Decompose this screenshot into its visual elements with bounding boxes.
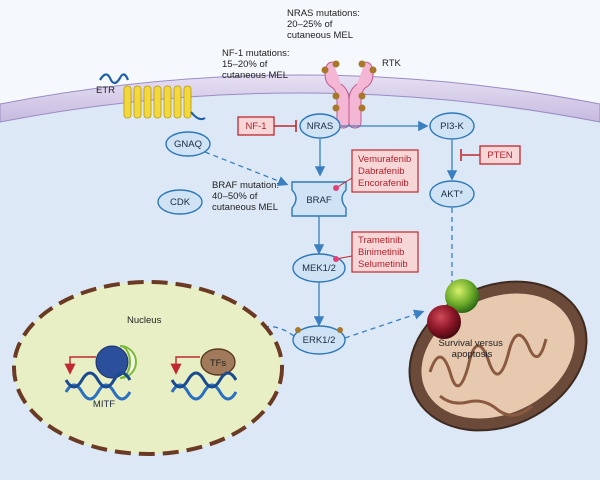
mek-drugs-box [351,231,419,273]
tfs-label: TFs [210,358,227,369]
nras-label: NRAS [307,121,333,132]
mek-drug-3: Selumetinib [358,259,408,270]
green-survival-sphere [445,279,479,313]
tfs-node [200,348,236,376]
nras-node [299,113,341,139]
cdk-label: CDK [170,197,191,208]
rtk-label: RTK [382,58,401,69]
tfs-transcription-arrow [170,356,200,375]
braf-drug-3: Encorafenib [358,178,409,189]
braf-mutation-note: BRAF mutation: 40–50% of cutaneous MEL [212,180,282,213]
gnaq-to-braf-arrow [204,151,289,186]
survival-label: Survival versus apoptosis [438,338,505,360]
braf-drug-target-dot [333,185,339,191]
braf-drug-pointer [335,177,353,189]
etr-label: ETR [96,85,115,96]
braf-mut-line-2: 40–50% of [212,191,258,202]
braf-drug-1: Vemurafenib [358,154,411,165]
nf1-mut-line-2: 15–20% of [222,59,268,70]
mek-drug-1: Trametinib [358,235,403,246]
etr-receptor [99,73,206,121]
braf-drugs-box [351,149,419,193]
mek-drug-2: Binimetinib [358,247,404,258]
survival-line-1: Survival versus [438,338,503,349]
mek-drugs-list: Trametinib Binimetinib Selumetinib [358,235,408,270]
red-apoptosis-sphere [427,305,461,339]
braf-mut-line-1: BRAF mutation: [212,180,279,191]
mek-drug-target-dot [333,256,339,262]
nf1-inhibitor-label: NF-1 [245,121,266,132]
mitf-label: MITF [93,399,115,410]
nras-mut-line-3: cutaneous MEL [287,30,353,41]
erk-node [292,325,346,355]
survival-line-2: apoptosis [452,349,493,360]
nras-mut-line-2: 20–25% of [287,19,333,30]
mek-label: MEK1/2 [302,263,336,274]
erk-label: ERK1/2 [303,335,336,346]
gnaq-node [165,131,211,157]
braf-mut-line-3: cutaneous MEL [212,202,278,213]
pten-inhibitor-label: PTEN [487,150,512,161]
dna-helix-tfs [170,371,238,401]
nras-mutation-note: NRAS mutations: 20–25% of cutaneous MEL [287,8,363,41]
nras-mut-line-1: NRAS mutations: [287,8,360,19]
rtk-receptor [321,60,377,129]
dna-helix-mitf [64,371,132,401]
nucleus [12,280,284,456]
cdk-node [157,189,203,215]
mitf-transcription-arrow [64,356,96,375]
nucleus-label: Nucleus [127,315,162,326]
akt-label: AKT* [441,189,463,200]
nf1-mut-line-1: NF-1 mutations: [222,48,290,59]
nf1-mut-line-3: cutaneous MEL [222,70,288,81]
pi3k-node [429,112,475,140]
erk-to-mito-arrow [344,309,425,339]
akt-node [429,180,475,208]
erk-phosphate-dots [295,327,343,333]
braf-drug-2: Dabrafenib [358,166,404,177]
gnaq-label: GNAQ [174,139,202,150]
mitf-complex [95,345,137,379]
pi3k-label: PI3-K [440,121,464,132]
braf-node [291,181,347,217]
braf-label: BRAF [306,195,332,206]
braf-drugs-list: Vemurafenib Dabrafenib Encorafenib [358,154,414,189]
nf1-mutation-note: NF-1 mutations: 15–20% of cutaneous MEL [222,48,292,81]
